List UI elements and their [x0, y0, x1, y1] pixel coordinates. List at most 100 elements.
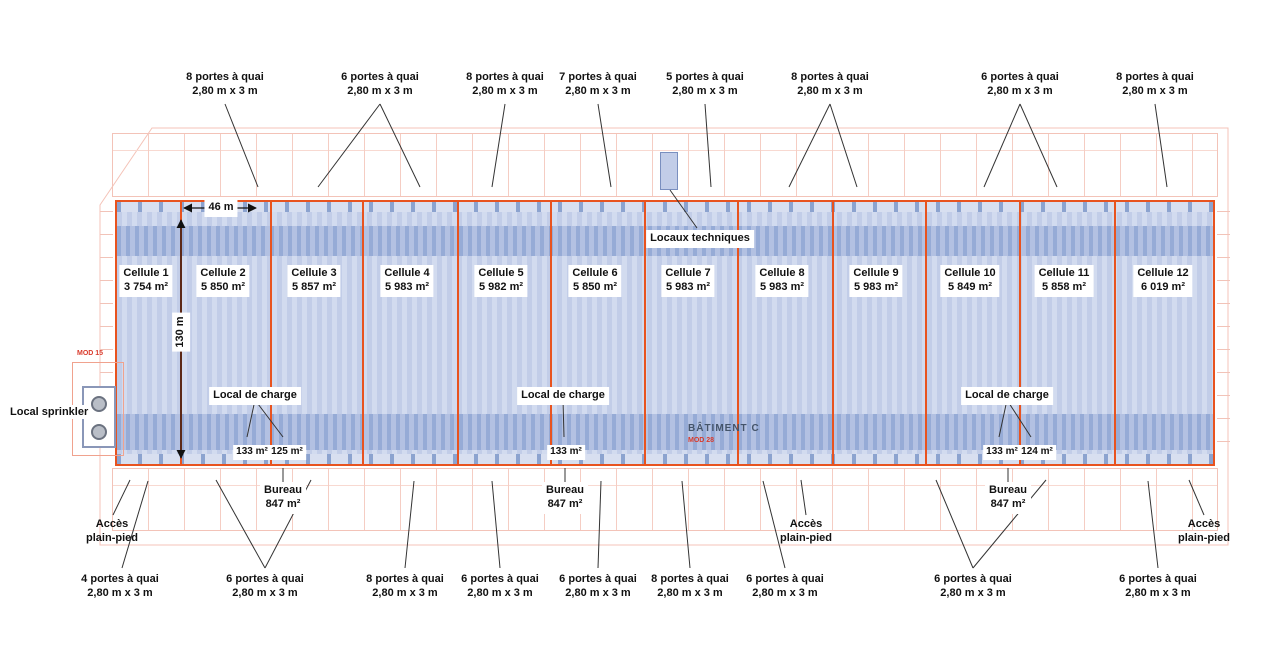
dock-size: 2,80 m x 3 m — [1125, 587, 1191, 600]
cell-name: Cellule 4 — [384, 267, 430, 279]
depth-dimension-label: 130 m — [172, 312, 190, 352]
dock-count: 6 portes à quai — [981, 71, 1059, 83]
cell-name: Cellule 8 — [759, 267, 805, 279]
dock-size: 2,80 m x 3 m — [1122, 85, 1188, 98]
label-text: plain-pied — [1178, 532, 1230, 545]
cell-name: Cellule 10 — [944, 267, 996, 279]
area-value: 133 m² — [236, 446, 268, 457]
dock-size: 2,80 m x 3 m — [797, 85, 863, 98]
area-value: 847 m² — [990, 497, 1026, 510]
label-text: Accès — [789, 518, 823, 530]
cell-area: 5 983 m² — [384, 280, 430, 293]
cell-name: Cellule 1 — [123, 267, 169, 279]
top-dock-label-8: 8 portes à quai 2,80 m x 3 m — [1116, 70, 1194, 99]
label-text: Bureau — [989, 484, 1027, 496]
charge-area-chip: 133 m² — [983, 445, 1021, 460]
dock-count: 8 portes à quai — [186, 71, 264, 83]
cell-area: 6 019 m² — [1140, 280, 1186, 293]
dock-count: 8 portes à quai — [791, 71, 869, 83]
dock-count: 4 portes à quai — [81, 573, 159, 585]
dock-size: 2,80 m x 3 m — [672, 85, 738, 98]
label-text: MOD 15 — [77, 350, 104, 357]
dock-size: 2,80 m x 3 m — [192, 85, 258, 98]
label-text: plain-pied — [86, 532, 138, 545]
dock-count: 6 portes à quai — [341, 71, 419, 83]
dock-count: 6 portes à quai — [226, 573, 304, 585]
cell-name: Cellule 7 — [665, 267, 711, 279]
cell-area: 5 857 m² — [291, 280, 337, 293]
cell-divider — [644, 202, 646, 464]
label-text: Bureau — [546, 484, 584, 496]
area-value: 847 m² — [547, 497, 583, 510]
cell-name: Cellule 2 — [200, 267, 246, 279]
cell-name: Cellule 12 — [1137, 267, 1189, 279]
label-text: Accès — [1187, 518, 1221, 530]
dock-size: 2,80 m x 3 m — [372, 587, 438, 600]
label-text: Local de charge — [965, 389, 1049, 401]
cell-area: 5 983 m² — [759, 280, 805, 293]
label-text: 46 m — [208, 201, 234, 213]
charge-area-chip: 124 m² — [1018, 445, 1056, 460]
top-dock-label-1: 8 portes à quai 2,80 m x 3 m — [186, 70, 264, 99]
dock-size: 2,80 m x 3 m — [87, 587, 153, 600]
charge-area-chip: 125 m² — [268, 445, 306, 460]
dock-count: 7 portes à quai — [559, 71, 637, 83]
dock-size: 2,80 m x 3 m — [752, 587, 818, 600]
bottom-dock-label-2: 6 portes à quai 2,80 m x 3 m — [226, 572, 304, 601]
dock-doors-row-top — [117, 202, 1213, 212]
dock-count: 8 portes à quai — [1116, 71, 1194, 83]
sprinkler-pump-icon — [91, 424, 107, 440]
label-text: Local de charge — [213, 389, 297, 401]
mod-15-label: MOD 15 — [77, 350, 103, 357]
dock-count: 8 portes à quai — [466, 71, 544, 83]
cell-area: 5 983 m² — [853, 280, 899, 293]
label-text: Local sprinkler — [10, 406, 89, 418]
area-value: 847 m² — [265, 497, 301, 510]
cell-area: 5 982 m² — [478, 280, 524, 293]
label-text: MOD 28 — [688, 437, 715, 444]
dock-count: 6 portes à quai — [559, 573, 637, 585]
cell-area: 3 754 m² — [123, 280, 169, 293]
top-dock-label-6: 8 portes à quai 2,80 m x 3 m — [791, 70, 869, 99]
area-value: 133 m² — [550, 446, 582, 457]
side-apron-right — [1217, 202, 1230, 464]
cell-name: Cellule 3 — [291, 267, 337, 279]
label-text: 130 m — [174, 316, 187, 348]
cell-divider — [270, 202, 272, 464]
locaux-techniques-label: Locaux techniques — [646, 230, 754, 248]
label-text: BÂTIMENT C — [688, 423, 760, 434]
dock-size: 2,80 m x 3 m — [347, 85, 413, 98]
dock-size: 2,80 m x 3 m — [565, 85, 631, 98]
local-de-charge-label-2: Local de charge — [517, 387, 609, 405]
cell-divider — [362, 202, 364, 464]
dock-size: 2,80 m x 3 m — [940, 587, 1006, 600]
cell-name: Cellule 9 — [853, 267, 899, 279]
cell-area: 5 858 m² — [1041, 280, 1087, 293]
dock-size: 2,80 m x 3 m — [232, 587, 298, 600]
cell-name: Cellule 5 — [478, 267, 524, 279]
cell-area: 5 850 m² — [200, 280, 246, 293]
locaux-techniques-box — [660, 152, 678, 190]
dock-count: 6 portes à quai — [1119, 573, 1197, 585]
charge-area-chip: 133 m² — [233, 445, 271, 460]
